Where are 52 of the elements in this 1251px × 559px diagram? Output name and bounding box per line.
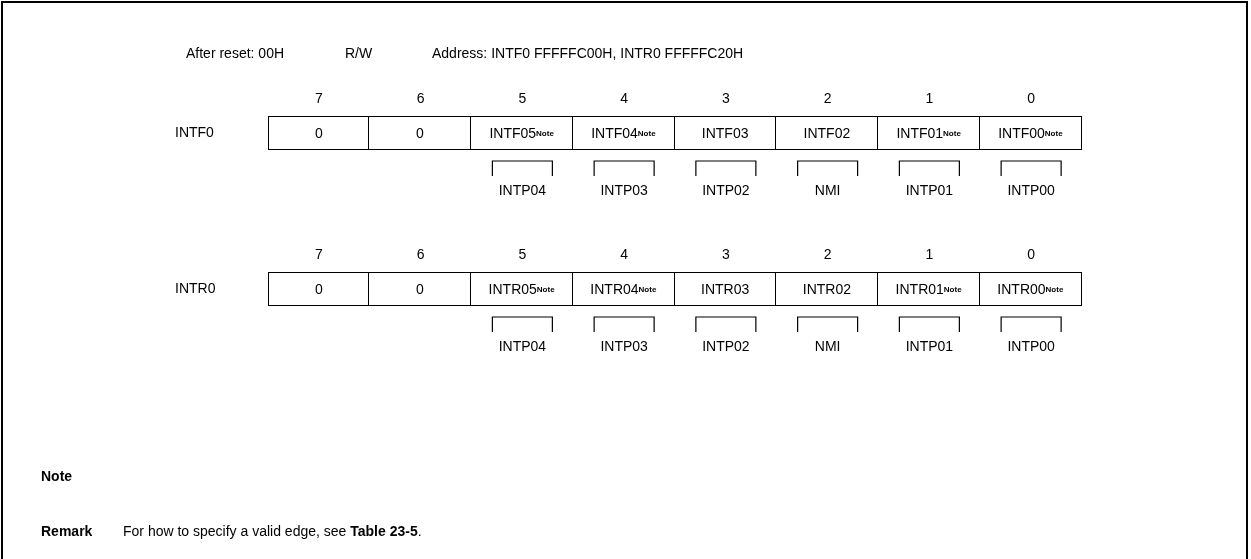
bit-field-cell: 0 [268,116,370,150]
bit-number: 1 [925,246,934,262]
bit-field-cell: INTR05$^{Note}$ [470,272,574,306]
bit-number: 0 [1027,246,1035,262]
remark-text: For how to specify a valid edge, see Table 23-5. [123,523,422,539]
bit-field-cell: 0 [368,116,472,150]
bit-number: 1 [925,90,934,106]
bit-number: 2 [823,246,832,262]
bit-field-cell: INTF04$^{Note}$ [571,116,675,150]
bit-field-cell: INTF00$^{Note}$ [978,116,1082,150]
interrupt-source-name: INTP02 [702,338,750,354]
bit-field-cell: INTF02 [775,116,879,150]
bit-field-cell: INTR00$^{Note}$ [978,272,1082,306]
bit-field-cell: 0 [368,272,472,306]
interrupt-source-name: INTP00 [1007,338,1055,354]
bit-number: 4 [620,90,628,106]
bit-number: 7 [315,90,323,106]
bit-number: 6 [416,90,425,106]
reset-value-text: After reset: 00H [186,45,285,61]
register-name: INTR0 [175,280,216,296]
interrupt-source-name: INTP00 [1007,182,1055,198]
interrupt-source-name: NMI [814,338,841,354]
bit-number: 3 [722,246,730,262]
interrupt-source-name: INTP03 [600,338,648,354]
bit-field-cell: INTF05$^{Note}$ [470,116,574,150]
bit-number: 6 [416,246,425,262]
bit-field-cell: INTR02 [775,272,879,306]
access-type-text: R/W [345,45,373,61]
bit-number: 5 [518,90,527,106]
bit-number: 5 [518,246,527,262]
address-text: Address: INTF0 FFFFFC00H, INTR0 FFFFFC20H [432,45,744,61]
bit-field-cell: INTR04$^{Note}$ [571,272,675,306]
bit-field-cell: INTR03 [673,272,777,306]
remark-heading: Remark [41,523,93,539]
note-heading: Note [41,468,73,484]
bit-number: 7 [315,246,323,262]
interrupt-source-name: INTP04 [498,338,547,354]
interrupt-source-name: INTP02 [702,182,750,198]
bit-number: 4 [620,246,628,262]
interrupt-source-name: INTP01 [905,182,954,198]
interrupt-source-name: NMI [814,182,841,198]
bit-field-cell: INTF01$^{Note}$ [877,116,981,150]
bit-field-cell: INTR01$^{Note}$ [877,272,981,306]
bit-number: 0 [1027,90,1035,106]
bit-number: 3 [722,90,730,106]
bit-field-cell: INTF03 [673,116,777,150]
register-name: INTF0 [175,124,214,140]
interrupt-source-name: INTP04 [498,182,547,198]
interrupt-source-name: INTP03 [600,182,648,198]
bit-field-cell: 0 [268,272,370,306]
interrupt-source-name: INTP01 [905,338,954,354]
bit-number: 2 [823,90,832,106]
